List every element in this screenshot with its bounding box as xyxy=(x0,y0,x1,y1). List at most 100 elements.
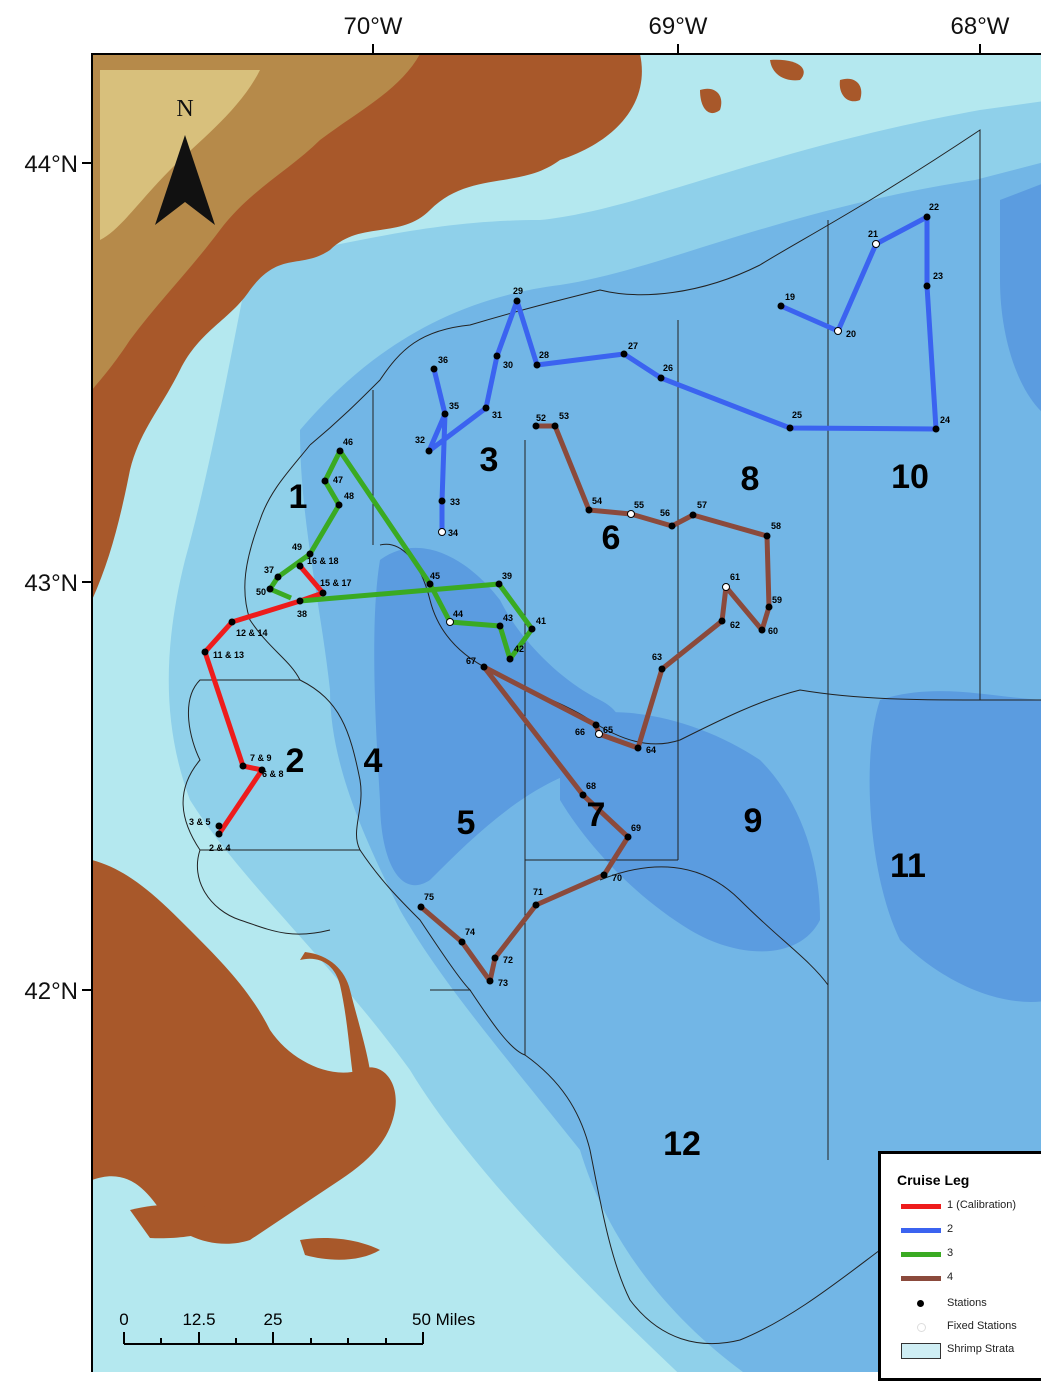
station-marker xyxy=(551,422,559,430)
legend-swatch xyxy=(901,1228,941,1233)
stratum-label: 1 xyxy=(289,478,308,516)
land-island xyxy=(300,1238,380,1260)
station-label: 46 xyxy=(343,437,353,447)
scale-bar: 0 12.5 25 50 Miles xyxy=(119,1310,475,1345)
station-label: 54 xyxy=(592,496,602,506)
station-marker xyxy=(765,603,773,611)
stratum-label: 11 xyxy=(890,847,926,885)
legend-title: Cruise Leg xyxy=(897,1172,970,1188)
station-marker xyxy=(266,585,274,593)
station-marker xyxy=(215,822,223,830)
stratum-label: 2 xyxy=(286,742,305,780)
station-label: 49 xyxy=(292,542,302,552)
station-marker xyxy=(533,361,541,369)
fixed-station-marker xyxy=(872,240,880,248)
fixed-station-marker xyxy=(438,528,446,536)
station-marker xyxy=(506,655,514,663)
station-label: 16 & 18 xyxy=(307,556,339,566)
station-marker xyxy=(482,404,490,412)
scale-label: 50 Miles xyxy=(412,1310,475,1329)
station-marker xyxy=(689,511,697,519)
station-label: 65 xyxy=(603,725,613,735)
station-marker xyxy=(426,580,434,588)
legend-row-leg-4: 4 xyxy=(881,1268,1041,1288)
legend: Cruise Leg 1 (Calibration) 2 3 4 Station… xyxy=(878,1151,1041,1381)
station-label: 19 xyxy=(785,292,795,302)
cruise-leg-3-track xyxy=(267,448,535,662)
station-marker xyxy=(923,213,931,221)
legend-row-stations: Stations xyxy=(881,1294,1041,1314)
station-marker xyxy=(668,522,676,530)
legend-label: 3 xyxy=(947,1247,954,1259)
station-marker xyxy=(763,532,771,540)
station-label: 60 xyxy=(768,626,778,636)
deepest-water xyxy=(374,547,622,886)
station-label: 41 xyxy=(536,616,546,626)
station-label: 43 xyxy=(503,613,513,623)
station-label: 20 xyxy=(846,329,856,339)
deepest-water xyxy=(560,712,820,952)
station-marker xyxy=(532,901,540,909)
station-label: 39 xyxy=(502,571,512,581)
land-cape-cod xyxy=(300,952,373,1109)
stratum-label: 3 xyxy=(480,441,499,479)
north-label: N xyxy=(176,96,193,122)
station-marker xyxy=(777,302,785,310)
station-label: 63 xyxy=(652,652,662,662)
stratum-label: 6 xyxy=(602,519,621,557)
legend-label: 1 (Calibration) xyxy=(947,1199,1017,1211)
station-label: 57 xyxy=(697,500,707,510)
longitude-label: 68°W xyxy=(951,13,1010,40)
station-label: 72 xyxy=(503,955,513,965)
station-marker xyxy=(624,833,632,841)
station-label: 62 xyxy=(730,620,740,630)
stratum-label: 8 xyxy=(741,460,760,498)
station-marker xyxy=(658,665,666,673)
station-label: 7 & 9 xyxy=(250,753,272,763)
scale-label: 0 xyxy=(119,1310,128,1329)
station-label: 70 xyxy=(612,873,622,883)
station-marker xyxy=(321,477,329,485)
station-label: 52 xyxy=(536,413,546,423)
station-label: 53 xyxy=(559,411,569,421)
legend-label: Fixed Stations xyxy=(947,1320,1017,1332)
station-marker xyxy=(579,791,587,799)
station-label: 3 & 5 xyxy=(189,817,211,827)
stratum-label: 12 xyxy=(663,1125,701,1163)
stratum-label: 7 xyxy=(587,796,606,834)
station-label: 33 xyxy=(450,497,460,507)
station-marker xyxy=(634,744,642,752)
latitude-label: 42°N xyxy=(24,978,78,1005)
deepest-water xyxy=(869,691,1041,1002)
station-label: 68 xyxy=(586,781,596,791)
legend-swatch xyxy=(901,1204,941,1209)
station-marker xyxy=(600,871,608,879)
station-label: 34 xyxy=(448,528,458,538)
fixed-station-dot-icon xyxy=(917,1323,926,1332)
station-marker xyxy=(923,282,931,290)
station-marker xyxy=(215,830,223,838)
station-marker xyxy=(532,422,540,430)
scale-label: 12.5 xyxy=(182,1310,215,1329)
station-marker xyxy=(430,365,438,373)
deepest-water xyxy=(1000,184,1041,411)
fixed-station-marker xyxy=(595,730,603,738)
station-marker xyxy=(493,352,501,360)
strata-box-icon xyxy=(901,1343,941,1359)
station-label: 36 xyxy=(438,355,448,365)
station-marker xyxy=(528,625,536,633)
station-label: 61 xyxy=(730,572,740,582)
legend-row-leg-3: 3 xyxy=(881,1244,1041,1264)
station-label: 25 xyxy=(792,410,802,420)
stratum-label: 4 xyxy=(364,742,383,780)
legend-row-shrimp-strata: Shrimp Strata xyxy=(881,1340,1041,1360)
station-dot-icon xyxy=(917,1300,924,1307)
station-marker xyxy=(585,506,593,514)
land-island xyxy=(700,88,722,114)
station-marker xyxy=(657,374,665,382)
station-marker xyxy=(336,447,344,455)
stratum-label: 9 xyxy=(744,802,763,840)
